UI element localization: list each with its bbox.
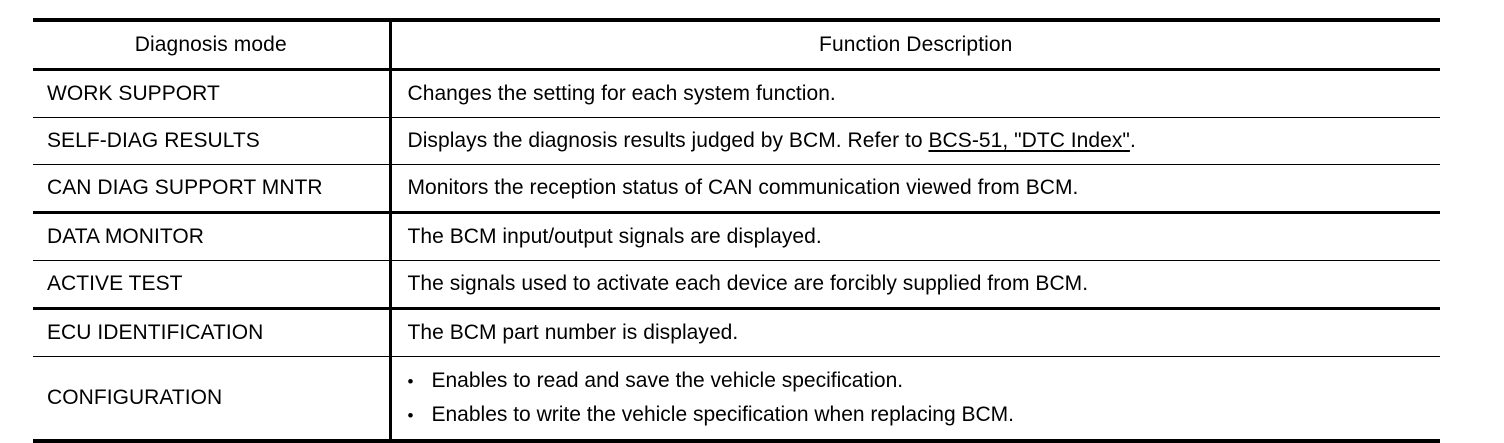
list-item: • Enables to read and save the vehicle s… [408, 370, 1431, 391]
cell-description-configuration: • Enables to read and save the vehicle s… [390, 356, 1441, 443]
list-item: • Enables to write the vehicle specifica… [408, 404, 1431, 425]
cell-description-ecu-identification: The BCM part number is displayed. [390, 308, 1440, 357]
page-canvas: Diagnosis mode Function Description WORK… [33, 18, 1440, 443]
mode-label-can-diag-support-mntr: CAN DIAG SUPPORT MNTR [47, 176, 323, 199]
description-text-data-monitor: The BCM input/output signals are display… [407, 225, 822, 248]
table-row-ecu-identification: ECU IDENTIFICATION The BCM part number i… [33, 308, 1440, 357]
cell-description-work-support: Changes the setting for each system func… [390, 69, 1440, 118]
bullet-text-write-replace: Enables to write the vehicle specificati… [431, 403, 1014, 426]
bullet-icon: • [407, 406, 414, 425]
table-header: Diagnosis mode Function Description [33, 18, 1440, 71]
table-row-active-test: ACTIVE TEST The signals used to activate… [33, 260, 1440, 310]
table-body: WORK SUPPORT Changes the setting for eac… [33, 69, 1441, 443]
mode-label-work-support: WORK SUPPORT [47, 82, 220, 105]
mode-label-data-monitor: DATA MONITOR [47, 225, 204, 248]
cell-mode-ecu-identification: ECU IDENTIFICATION [33, 308, 392, 357]
column-header-diagnosis-mode-label: Diagnosis mode [134, 33, 287, 56]
bullet-text-read-save: Enables to read and save the vehicle spe… [431, 369, 904, 392]
table-row-configuration: CONFIGURATION • Enables to read and save… [33, 356, 1441, 443]
column-header-diagnosis-mode: Diagnosis mode [33, 18, 392, 71]
description-text-self-diag-results: Displays the diagnosis results judged by… [392, 118, 1441, 164]
table-row-data-monitor: DATA MONITOR The BCM input/output signal… [33, 212, 1440, 261]
cell-mode-work-support: WORK SUPPORT [33, 69, 392, 118]
cell-description-data-monitor: The BCM input/output signals are display… [390, 212, 1440, 261]
column-header-function-description: Function Description [390, 18, 1440, 71]
cell-description-active-test: The signals used to activate each device… [390, 260, 1440, 310]
mode-label-self-diag-results: SELF-DIAG RESULTS [47, 129, 260, 152]
diagnosis-mode-table: Diagnosis mode Function Description WORK… [33, 18, 1440, 443]
description-prefix-self-diag-results: Displays the diagnosis results judged by… [407, 129, 929, 152]
cell-mode-can-diag-support-mntr: CAN DIAG SUPPORT MNTR [33, 164, 392, 214]
table-row-work-support: WORK SUPPORT Changes the setting for eac… [33, 69, 1440, 118]
description-text-ecu-identification: The BCM part number is displayed. [407, 321, 739, 344]
cell-mode-data-monitor: DATA MONITOR [33, 212, 392, 261]
mode-label-active-test: ACTIVE TEST [47, 272, 183, 295]
cell-mode-configuration: CONFIGURATION [33, 356, 392, 443]
description-text-work-support: Changes the setting for each system func… [407, 82, 836, 105]
bullet-icon: • [407, 372, 414, 391]
configuration-bullet-list: • Enables to read and save the vehicle s… [392, 359, 1441, 437]
table-header-row: Diagnosis mode Function Description [33, 18, 1440, 71]
cell-mode-self-diag-results: SELF-DIAG RESULTS [33, 117, 392, 165]
dtc-index-reference-link[interactable]: BCS-51, "DTC Index" [928, 129, 1130, 152]
mode-label-configuration: CONFIGURATION [47, 386, 223, 409]
cell-description-self-diag-results: Displays the diagnosis results judged by… [390, 117, 1441, 165]
column-header-function-description-label: Function Description [819, 33, 1013, 56]
table-row-can-diag-support-mntr: CAN DIAG SUPPORT MNTR Monitors the recep… [33, 164, 1440, 214]
cell-mode-active-test: ACTIVE TEST [33, 260, 392, 310]
cell-description-can-diag-support-mntr: Monitors the reception status of CAN com… [390, 164, 1440, 214]
description-text-can-diag-support-mntr: Monitors the reception status of CAN com… [407, 176, 1079, 199]
table-row-self-diag-results: SELF-DIAG RESULTS Displays the diagnosis… [33, 117, 1441, 165]
description-suffix-self-diag-results: . [1129, 129, 1136, 152]
mode-label-ecu-identification: ECU IDENTIFICATION [47, 321, 264, 344]
description-text-active-test: The signals used to activate each device… [407, 272, 1089, 295]
